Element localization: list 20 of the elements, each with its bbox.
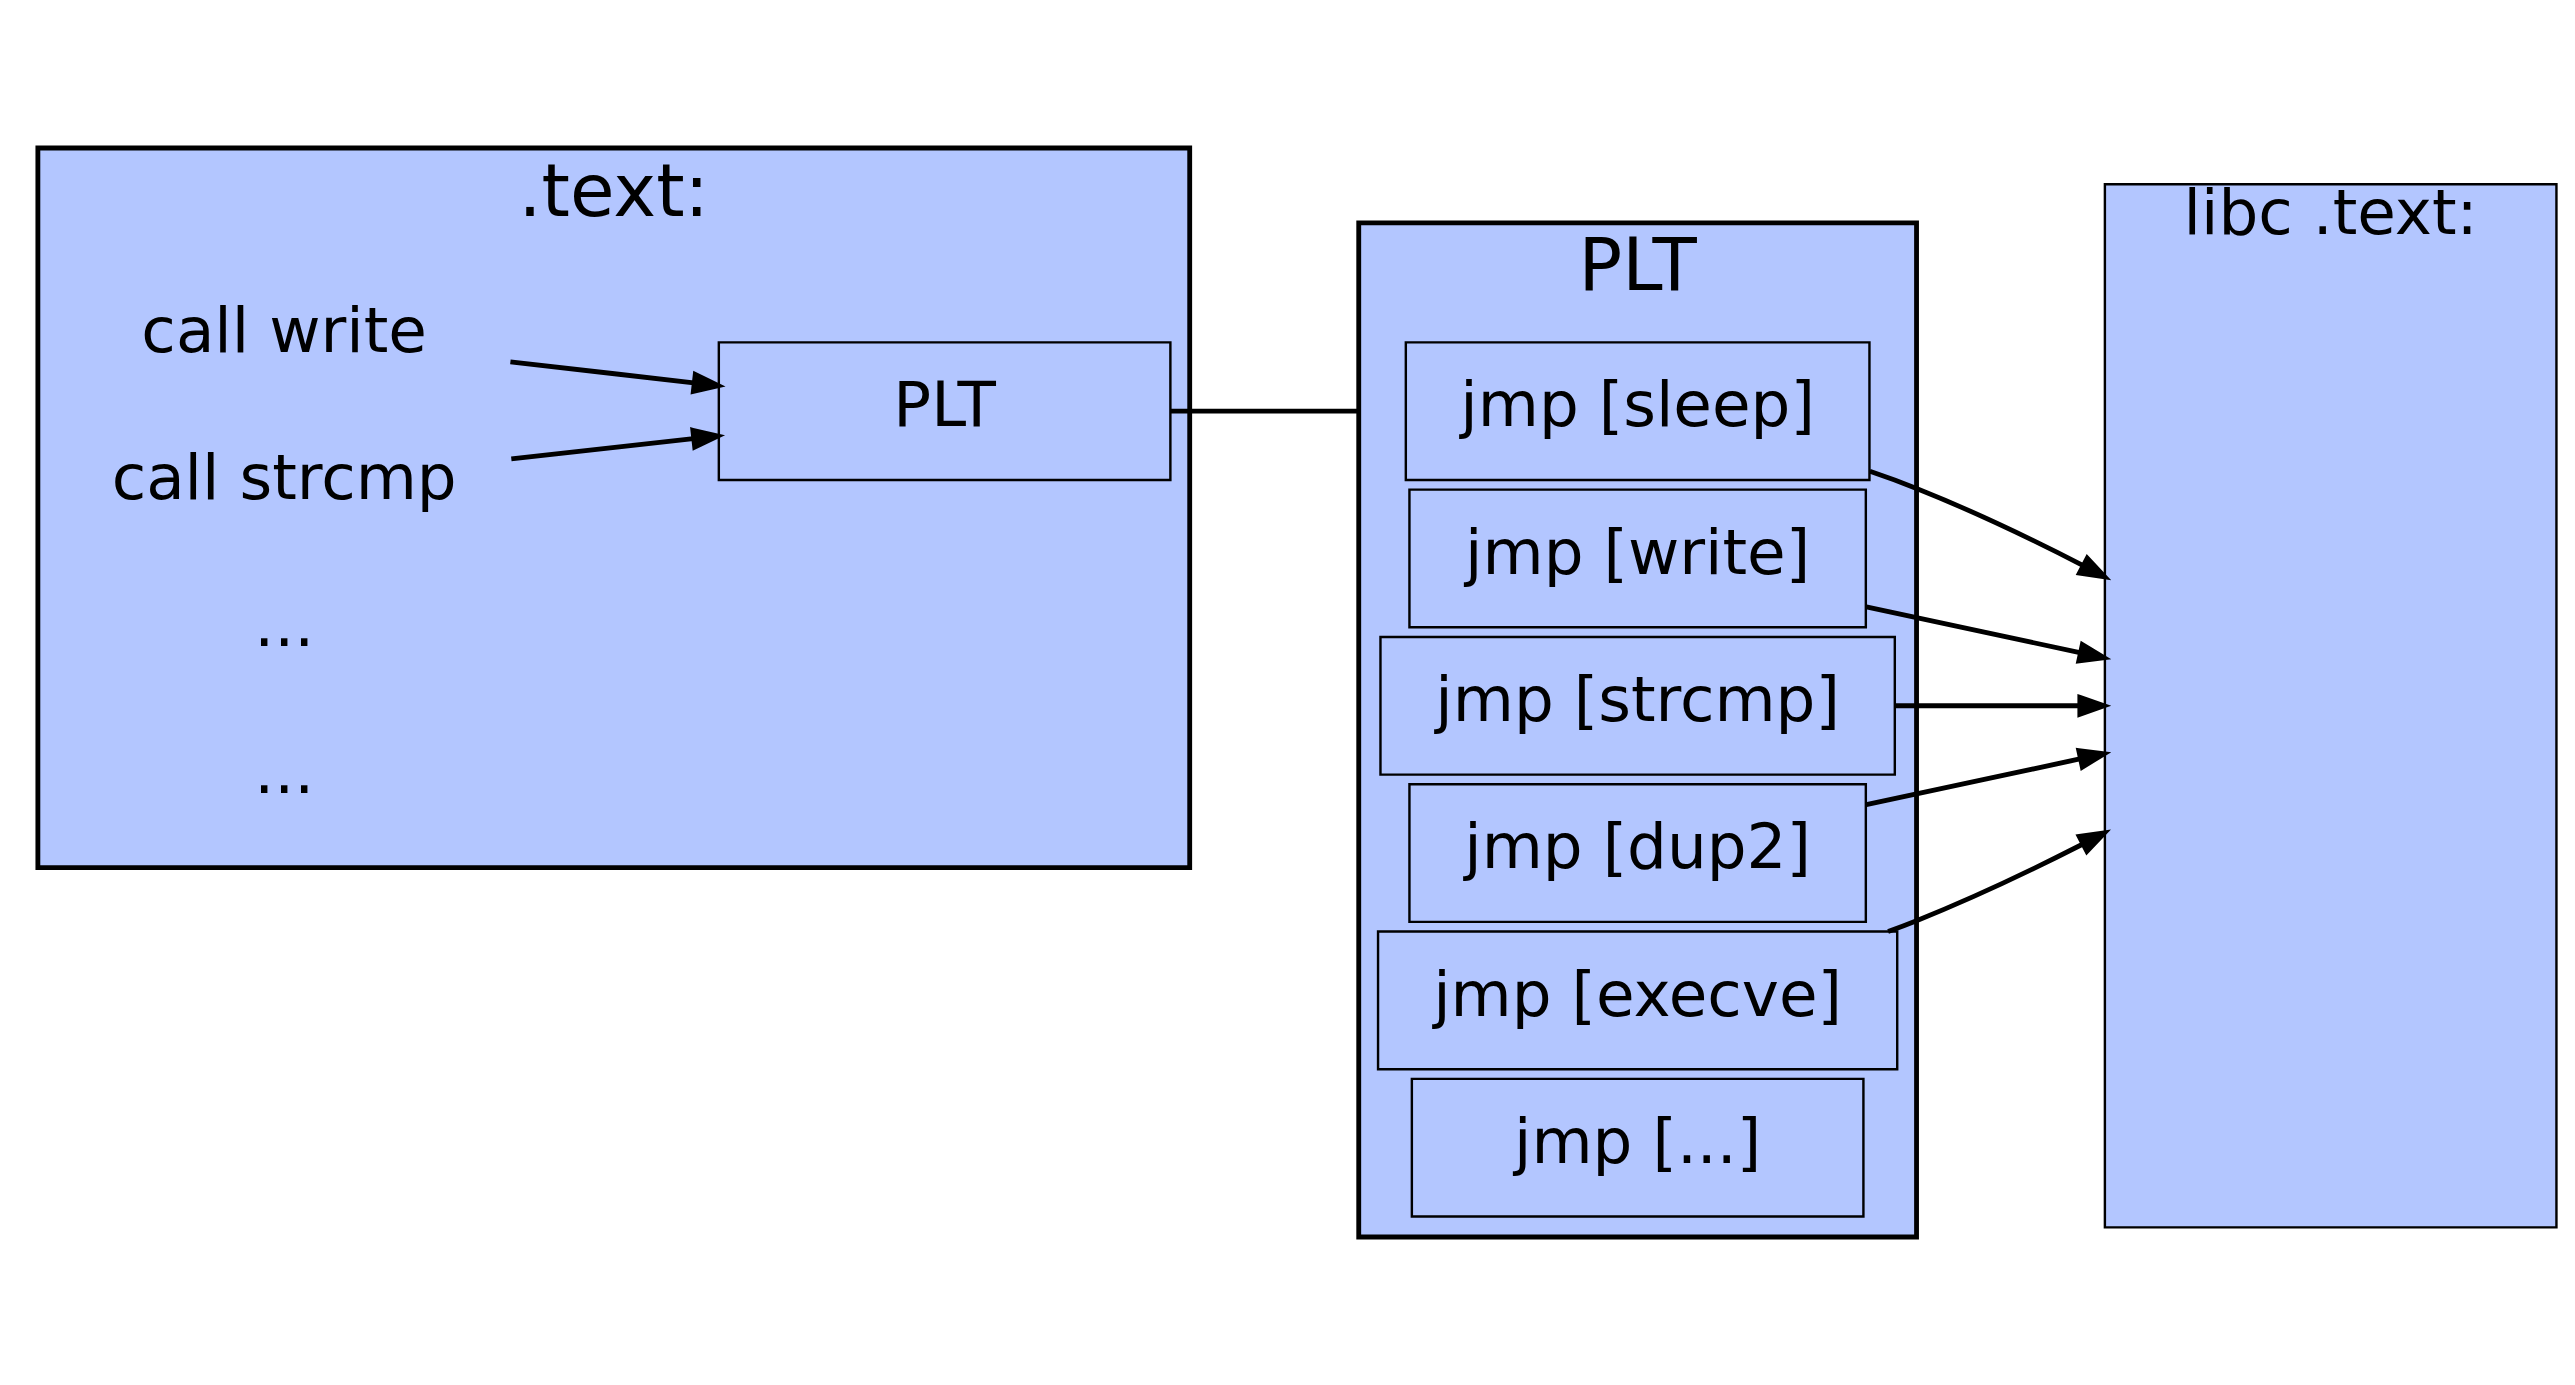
node-box: jmp [...] <box>1410 1077 1865 1218</box>
connector <box>1170 408 1359 414</box>
arrow <box>511 427 726 462</box>
arrow <box>1865 604 2112 664</box>
node-box: PLT <box>717 341 1172 482</box>
node-box: jmp [execve] <box>1376 930 1899 1071</box>
node-text: call write <box>141 293 427 367</box>
arrow <box>1869 469 2112 581</box>
arrow <box>510 359 726 395</box>
label: ... <box>254 735 315 809</box>
node-text: call strcmp <box>111 440 457 514</box>
label: ... <box>254 588 315 662</box>
node-box: jmp [strcmp] <box>1379 635 1896 776</box>
node-box: jmp [write] <box>1408 488 1868 629</box>
node-box: jmp [dup2] <box>1408 783 1868 924</box>
node-box: jmp [sleep] <box>1404 341 1871 482</box>
arrow <box>1865 747 2112 807</box>
arrow <box>1895 693 2112 718</box>
node-box: libc .text: <box>2103 183 2558 1229</box>
arrow <box>1887 829 2111 934</box>
